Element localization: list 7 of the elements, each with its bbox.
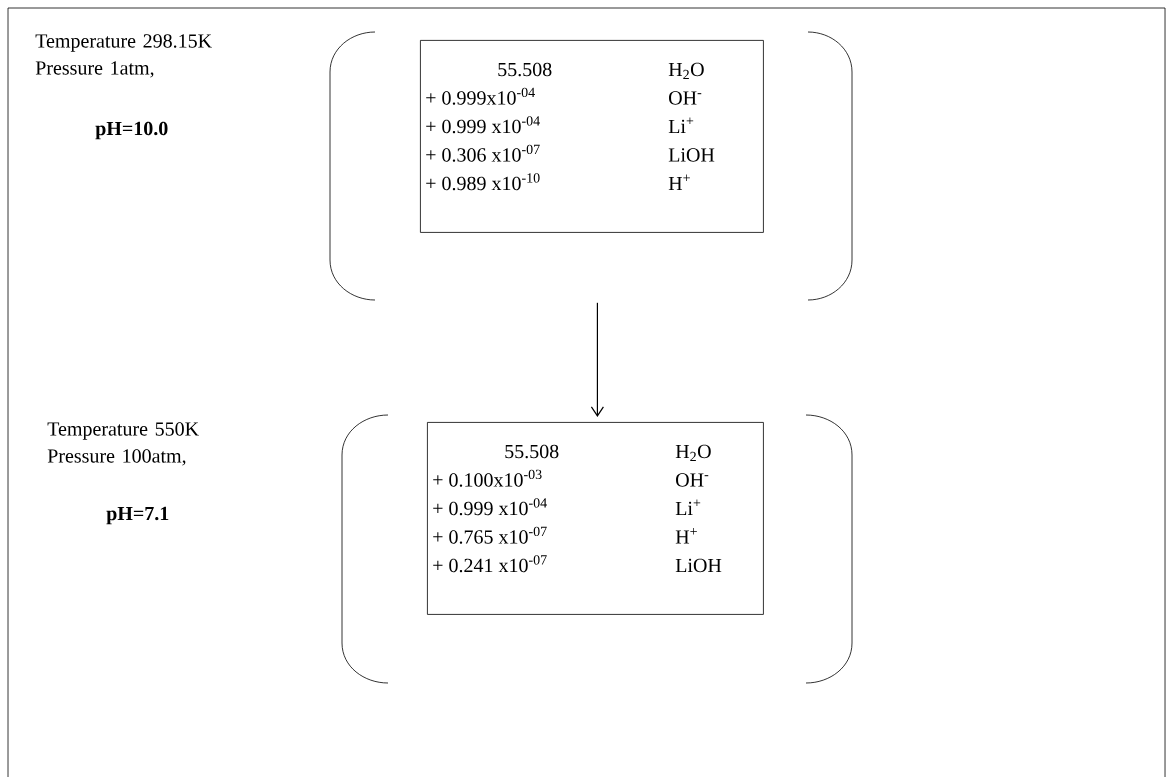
- composition-box: 55.508 H$_{2}$O + 0.100x10$^{-03}$ OH$^{-}$ + 0.999 x10$^{-04}$ Li$^{+}$ + 0.765 x10$^{-07}$ H$^{+}$ + 0.241 x10$^{-07}$ LiOH: [427, 422, 764, 615]
- condition-text: Temperature 550K Pressure 100atm,: [47, 422, 199, 466]
- ph-value: pH=7.1: [106, 506, 169, 525]
- ph-value: pH=10.0: [95, 121, 168, 140]
- condition-text: Temperature 298.15K Pressure 1atm,: [35, 34, 212, 78]
- composition-box: 55.508 H$_{2}$O + 0.999x10$^{-04}$ OH$^{-}$ + 0.999 x10$^{-04}$ Li$^{+}$ + 0.306 x10$^{-07}$ LiOH + 0.989 x10$^{-10}$ H$^{+}$: [420, 40, 764, 233]
- arrow: [590, 302, 604, 417]
